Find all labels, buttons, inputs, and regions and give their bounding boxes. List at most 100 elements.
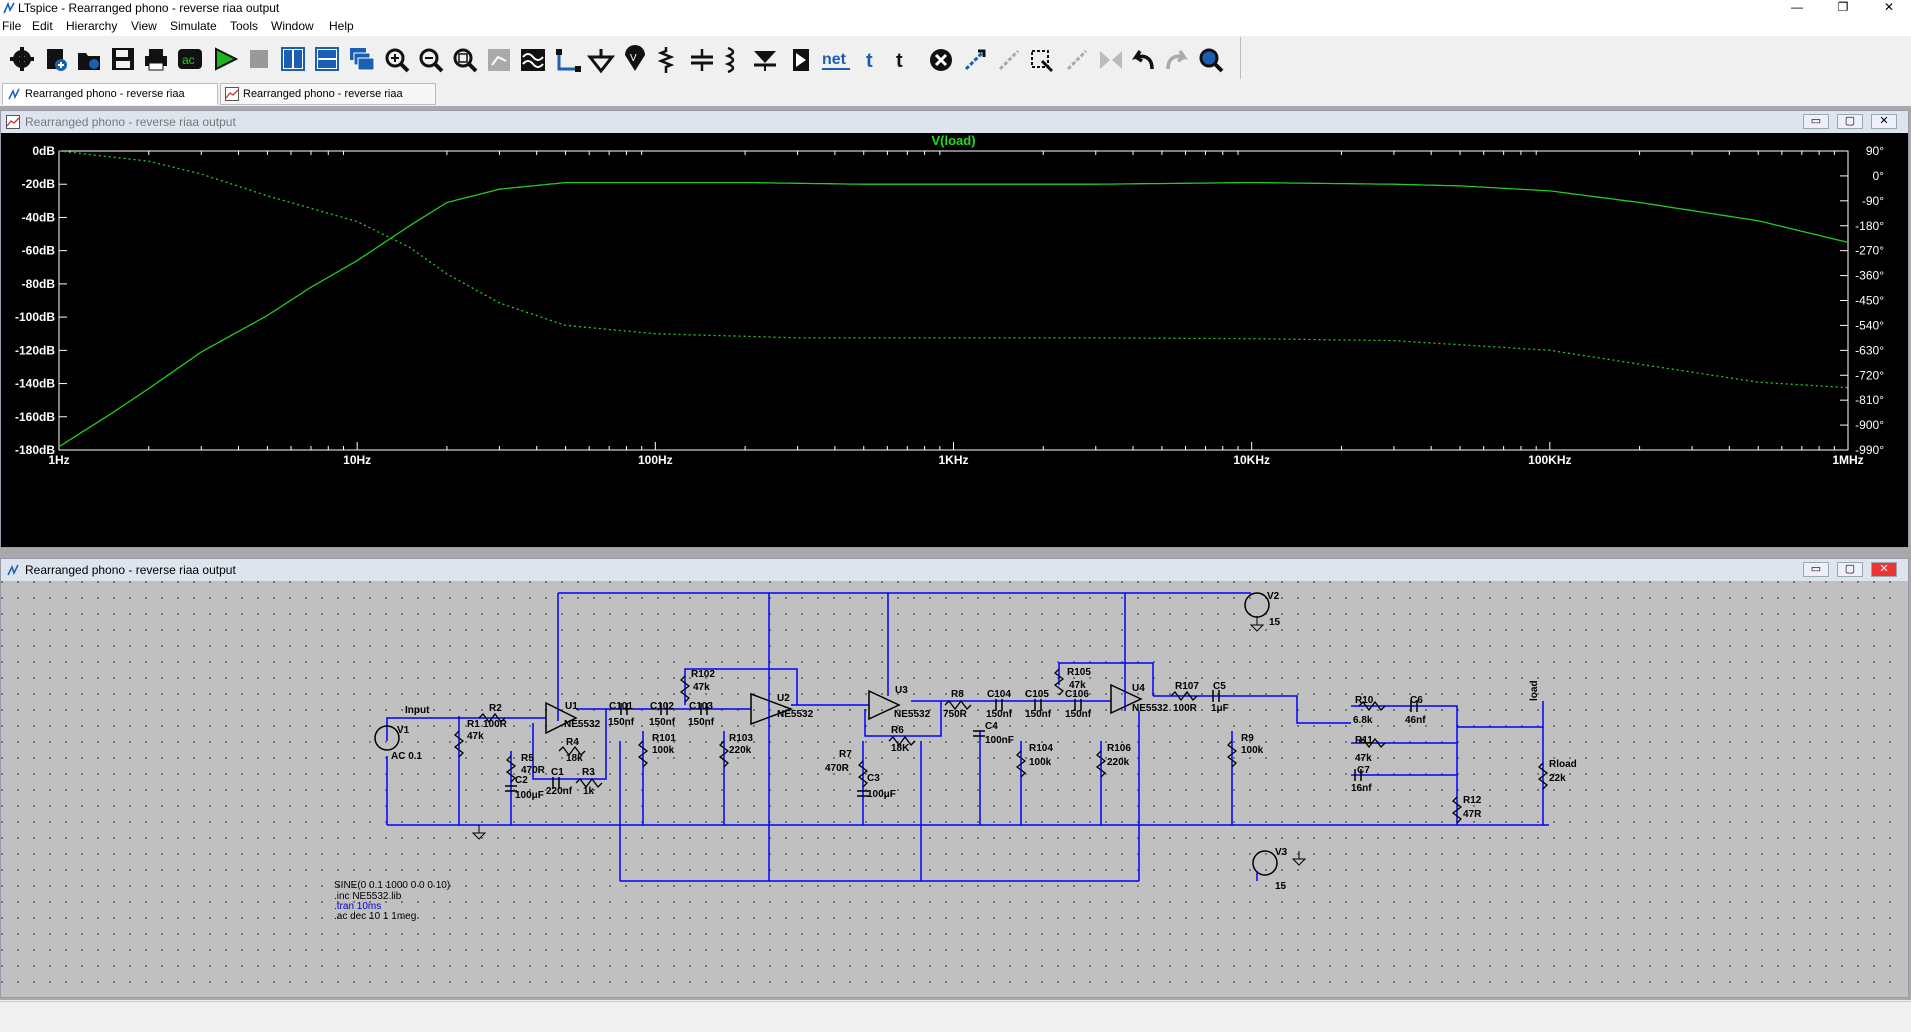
delete-icon[interactable] (930, 49, 952, 71)
component-label[interactable]: C105 (1025, 689, 1049, 700)
component-label[interactable]: C1 (551, 767, 564, 778)
component-label[interactable]: R103 (729, 733, 753, 744)
component-label[interactable]: C6 (1410, 695, 1423, 706)
opamp-u2[interactable] (750, 692, 794, 726)
component-label[interactable]: 100μF (515, 790, 544, 801)
wire-icon[interactable] (556, 49, 581, 72)
trace-title[interactable]: V(load) (931, 133, 975, 148)
component-label[interactable]: 150nf (649, 717, 676, 728)
component-label[interactable]: 750R (943, 709, 968, 720)
schematic-close-button[interactable]: ✕ (1871, 562, 1897, 577)
component-label[interactable]: 150nf (1065, 709, 1092, 720)
opamp-u3[interactable] (868, 689, 901, 721)
component-label[interactable]: 47k (1355, 753, 1372, 764)
component-label[interactable]: U1 (565, 701, 578, 712)
menu-simulate[interactable]: Simulate (170, 19, 217, 33)
waveform-icon[interactable] (521, 49, 545, 71)
component-label[interactable]: load (1529, 680, 1540, 701)
plot-window-caption[interactable]: Rearranged phono - reverse riaa output ▭… (1, 111, 1908, 133)
close-button[interactable]: ✕ (1883, 0, 1895, 14)
component-label[interactable]: 100R (483, 719, 508, 730)
restore-button[interactable]: ❐ (1837, 0, 1849, 14)
component-label[interactable]: R106 (1107, 743, 1131, 754)
menu-edit[interactable]: Edit (32, 19, 53, 33)
directive-tran[interactable]: .tran 10ms (334, 901, 381, 912)
component-label[interactable]: 100k (652, 745, 675, 756)
component-label[interactable]: 220nf (546, 786, 573, 797)
component-label[interactable]: C102 (650, 701, 674, 712)
run-icon[interactable] (215, 47, 239, 71)
component-label[interactable]: R10 (1355, 695, 1374, 706)
component-label[interactable]: R3 (582, 767, 595, 778)
component-label[interactable]: 47k (467, 731, 484, 742)
component-label[interactable]: 1μF (1211, 703, 1229, 714)
cascade-icon[interactable] (350, 48, 375, 71)
component-label[interactable]: U3 (895, 685, 908, 696)
component-label[interactable]: R102 (691, 669, 715, 680)
component-label[interactable]: R8 (951, 689, 964, 700)
component-label[interactable]: 100R (1173, 703, 1198, 714)
component-label[interactable]: 22k (1549, 773, 1566, 784)
trace-magnitude[interactable] (58, 181, 1849, 448)
component-label[interactable]: C103 (689, 701, 713, 712)
component-label[interactable]: 18K (891, 743, 910, 754)
component-label[interactable]: NE5532 (1132, 703, 1169, 714)
component-label[interactable]: Rload (1549, 759, 1577, 770)
minimize-button[interactable]: — (1791, 0, 1803, 14)
component-label[interactable]: 220k (1107, 757, 1130, 768)
plot-close-button[interactable]: ✕ (1871, 114, 1897, 129)
component-label[interactable]: 100k (1029, 757, 1052, 768)
component-label[interactable]: C101 (609, 701, 633, 712)
undo-icon[interactable] (1132, 50, 1154, 70)
component-label[interactable]: R6 (891, 725, 904, 736)
print-icon[interactable] (145, 49, 167, 71)
menu-file[interactable]: File (2, 19, 22, 33)
resistor-icon[interactable] (657, 47, 675, 73)
component-label[interactable]: U4 (1132, 683, 1145, 694)
tile-horizontal-icon[interactable] (315, 47, 339, 71)
spice-directive-icon[interactable]: t (896, 50, 903, 72)
directive-ac[interactable]: .ac dec 10 1 1meg (334, 911, 416, 922)
component-label[interactable]: NE5532 (777, 709, 814, 720)
trace-phase[interactable] (58, 150, 1849, 389)
component-label[interactable]: R105 (1067, 667, 1091, 678)
component-label[interactable]: R4 (566, 737, 579, 748)
component-label[interactable]: V2 (1267, 591, 1280, 602)
component-label[interactable]: Input (405, 705, 430, 716)
component-label[interactable]: C4 (985, 721, 998, 732)
schematic-minimize-button[interactable]: ▭ (1803, 562, 1829, 577)
component-label[interactable]: AC 0.1 (391, 751, 423, 762)
component-label[interactable]: 150nf (608, 717, 635, 728)
component-label[interactable]: R1 (467, 719, 480, 730)
component-label[interactable]: R9 (1241, 733, 1254, 744)
menu-window[interactable]: Window (271, 19, 314, 33)
component-label[interactable]: R101 (652, 733, 676, 744)
source-v1[interactable] (374, 725, 400, 751)
zoom-fit-icon[interactable] (453, 48, 478, 73)
menu-help[interactable]: Help (329, 19, 354, 33)
component-label[interactable]: 150nf (688, 717, 715, 728)
new-schematic-icon[interactable] (47, 49, 67, 71)
component-label[interactable]: C106 (1065, 689, 1089, 700)
schematic-maximize-button[interactable]: ▢ (1837, 562, 1863, 577)
component-label[interactable]: R2 (489, 703, 502, 714)
rotate-icon[interactable] (1031, 50, 1054, 73)
tab-schematic[interactable]: Rearranged phono - reverse riaa output (2, 83, 218, 120)
component-label[interactable]: 150nf (986, 709, 1013, 720)
plot-maximize-button[interactable]: ▢ (1837, 114, 1863, 129)
opamp-u1[interactable] (545, 701, 578, 735)
component-label[interactable]: 1k (583, 786, 595, 797)
component-label[interactable]: 16nf (1351, 783, 1372, 794)
inductor-icon[interactable] (724, 46, 735, 74)
move-icon[interactable] (964, 49, 986, 71)
component-label[interactable]: R5 (521, 753, 534, 764)
component-label[interactable]: 47k (693, 682, 710, 693)
component-label[interactable]: 100μF (867, 789, 896, 800)
component-label[interactable]: C7 (1357, 765, 1370, 776)
plot-minimize-button[interactable]: ▭ (1803, 114, 1829, 129)
diode-icon[interactable] (754, 51, 776, 71)
